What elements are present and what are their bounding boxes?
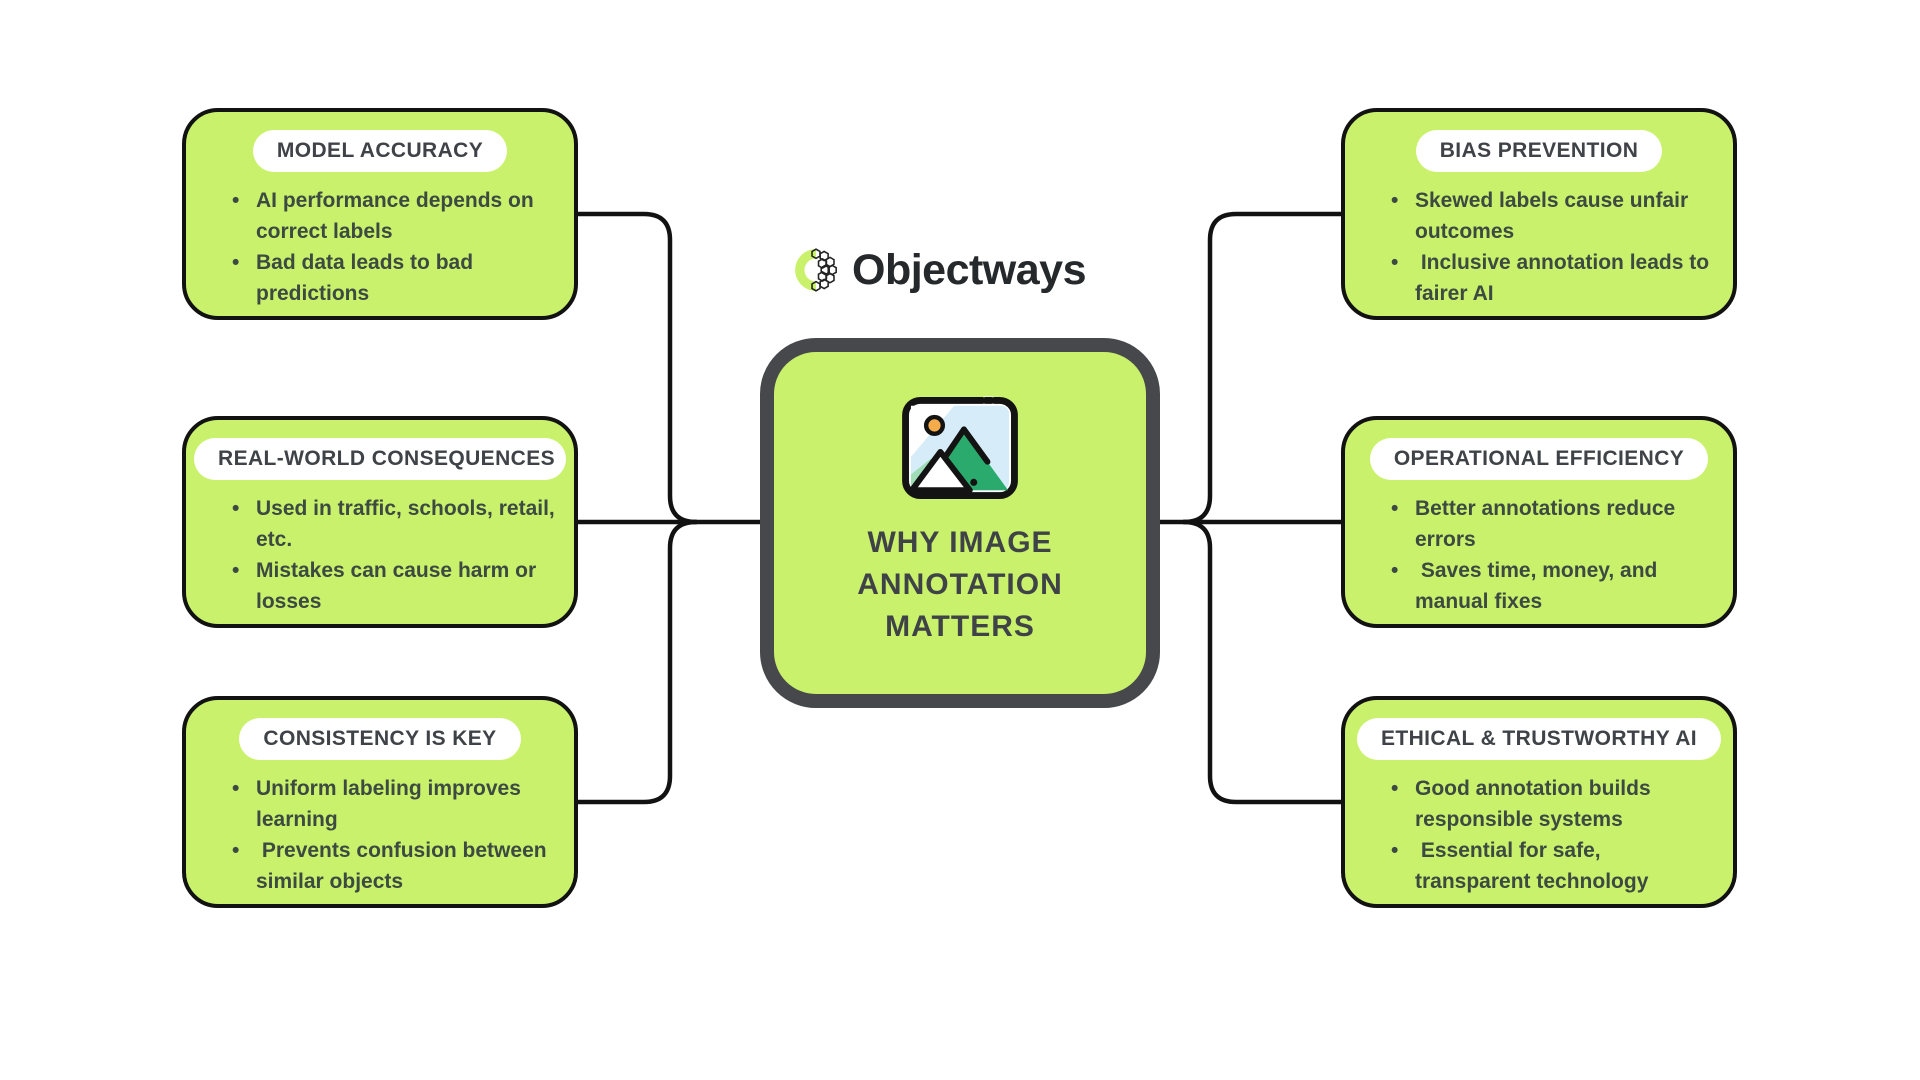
bullet-dot-icon: • [232, 777, 240, 800]
card-bullets: • Good annotation builds responsible sys… [1345, 773, 1733, 897]
card-bullets: • Skewed labels cause unfair outcomes • … [1345, 185, 1733, 309]
bullet-dot-icon: • [1391, 251, 1399, 274]
card-title: REAL-WORLD CONSEQUENCES [218, 447, 556, 470]
card-ethical-trustworthy-ai: ETHICAL & TRUSTWORTHY AI • Good annotati… [1341, 696, 1737, 908]
bullet-item: • AI performance depends on correct labe… [186, 185, 574, 247]
center-title-line: ANNOTATION [857, 568, 1063, 601]
bullet-item: • Mistakes can cause harm or losses [186, 555, 574, 617]
center-title-line: MATTERS [885, 610, 1035, 643]
center-title: WHY IMAGE ANNOTATION MATTERS [857, 522, 1063, 648]
bullet-dot-icon: • [1391, 559, 1399, 582]
card-title: OPERATIONAL EFFICIENCY [1393, 447, 1685, 470]
card-consistency-is-key: CONSISTENCY IS KEY • Uniform labeling im… [182, 696, 578, 908]
objectways-ring-icon [795, 248, 837, 292]
connector-ethical [1181, 519, 1344, 805]
bullet-dot-icon: • [232, 251, 240, 274]
card-title: CONSISTENCY IS KEY [263, 727, 497, 750]
card-bias-prevention: BIAS PREVENTION • Skewed labels cause un… [1341, 108, 1737, 320]
connector-bias-prevention [1181, 211, 1344, 525]
card-bullets: • Used in traffic, schools, retail, etc.… [186, 493, 574, 617]
card-bullets: • AI performance depends on correct labe… [186, 185, 574, 309]
bullet-dot-icon: • [1391, 777, 1399, 800]
card-title-pill: MODEL ACCURACY [252, 130, 508, 172]
image-photo-icon [902, 396, 1018, 500]
card-bullets: • Uniform labeling improves learning • P… [186, 773, 574, 897]
card-title-pill: ETHICAL & TRUSTWORTHY AI [1356, 718, 1722, 760]
bullet-dot-icon: • [1391, 839, 1399, 862]
card-title-pill: BIAS PREVENTION [1415, 130, 1663, 172]
objectways-logo: Objectways [793, 245, 1087, 294]
bullet-item: • Uniform labeling improves learning [186, 773, 574, 835]
card-model-accuracy: MODEL ACCURACY • AI performance depends … [182, 108, 578, 320]
card-title-pill: CONSISTENCY IS KEY [239, 718, 521, 760]
bullet-item: • Good annotation builds responsible sys… [1345, 773, 1733, 835]
card-title: ETHICAL & TRUSTWORTHY AI [1380, 727, 1698, 750]
connector-consistency [575, 519, 699, 805]
logo-wordmark: Objectways [852, 245, 1087, 294]
bullet-dot-icon: • [1391, 497, 1399, 520]
center-node: WHY IMAGE ANNOTATION MATTERS [760, 338, 1160, 708]
card-title-pill: OPERATIONAL EFFICIENCY [1369, 438, 1709, 480]
card-bullets: • Better annotations reduce errors • Sav… [1345, 493, 1733, 617]
bullet-item: • Saves time, money, and manual fixes [1345, 555, 1733, 617]
card-operational-efficiency: OPERATIONAL EFFICIENCY • Better annotati… [1341, 416, 1737, 628]
bullet-dot-icon: • [232, 839, 240, 862]
bullet-item: • Used in traffic, schools, retail, etc. [186, 493, 574, 555]
connector-model-accuracy [575, 211, 699, 525]
bullet-dot-icon: • [232, 559, 240, 582]
bullet-item: • Skewed labels cause unfair outcomes [1345, 185, 1733, 247]
center-title-line: WHY IMAGE [867, 526, 1053, 559]
bullet-item: • Essential for safe, transparent techno… [1345, 835, 1733, 897]
bullet-item: • Bad data leads to bad predictions [186, 247, 574, 309]
bullet-dot-icon: • [232, 189, 240, 212]
bullet-item: • Inclusive annotation leads to fairer A… [1345, 247, 1733, 309]
bullet-item: • Better annotations reduce errors [1345, 493, 1733, 555]
card-real-world-consequences: REAL-WORLD CONSEQUENCES • Used in traffi… [182, 416, 578, 628]
bullet-dot-icon: • [1391, 189, 1399, 212]
card-title: BIAS PREVENTION [1439, 139, 1639, 162]
card-title-pill: REAL-WORLD CONSEQUENCES [194, 438, 566, 480]
bullet-item: • Prevents confusion between similar obj… [186, 835, 574, 897]
bullet-dot-icon: • [232, 497, 240, 520]
card-title: MODEL ACCURACY [276, 139, 484, 162]
